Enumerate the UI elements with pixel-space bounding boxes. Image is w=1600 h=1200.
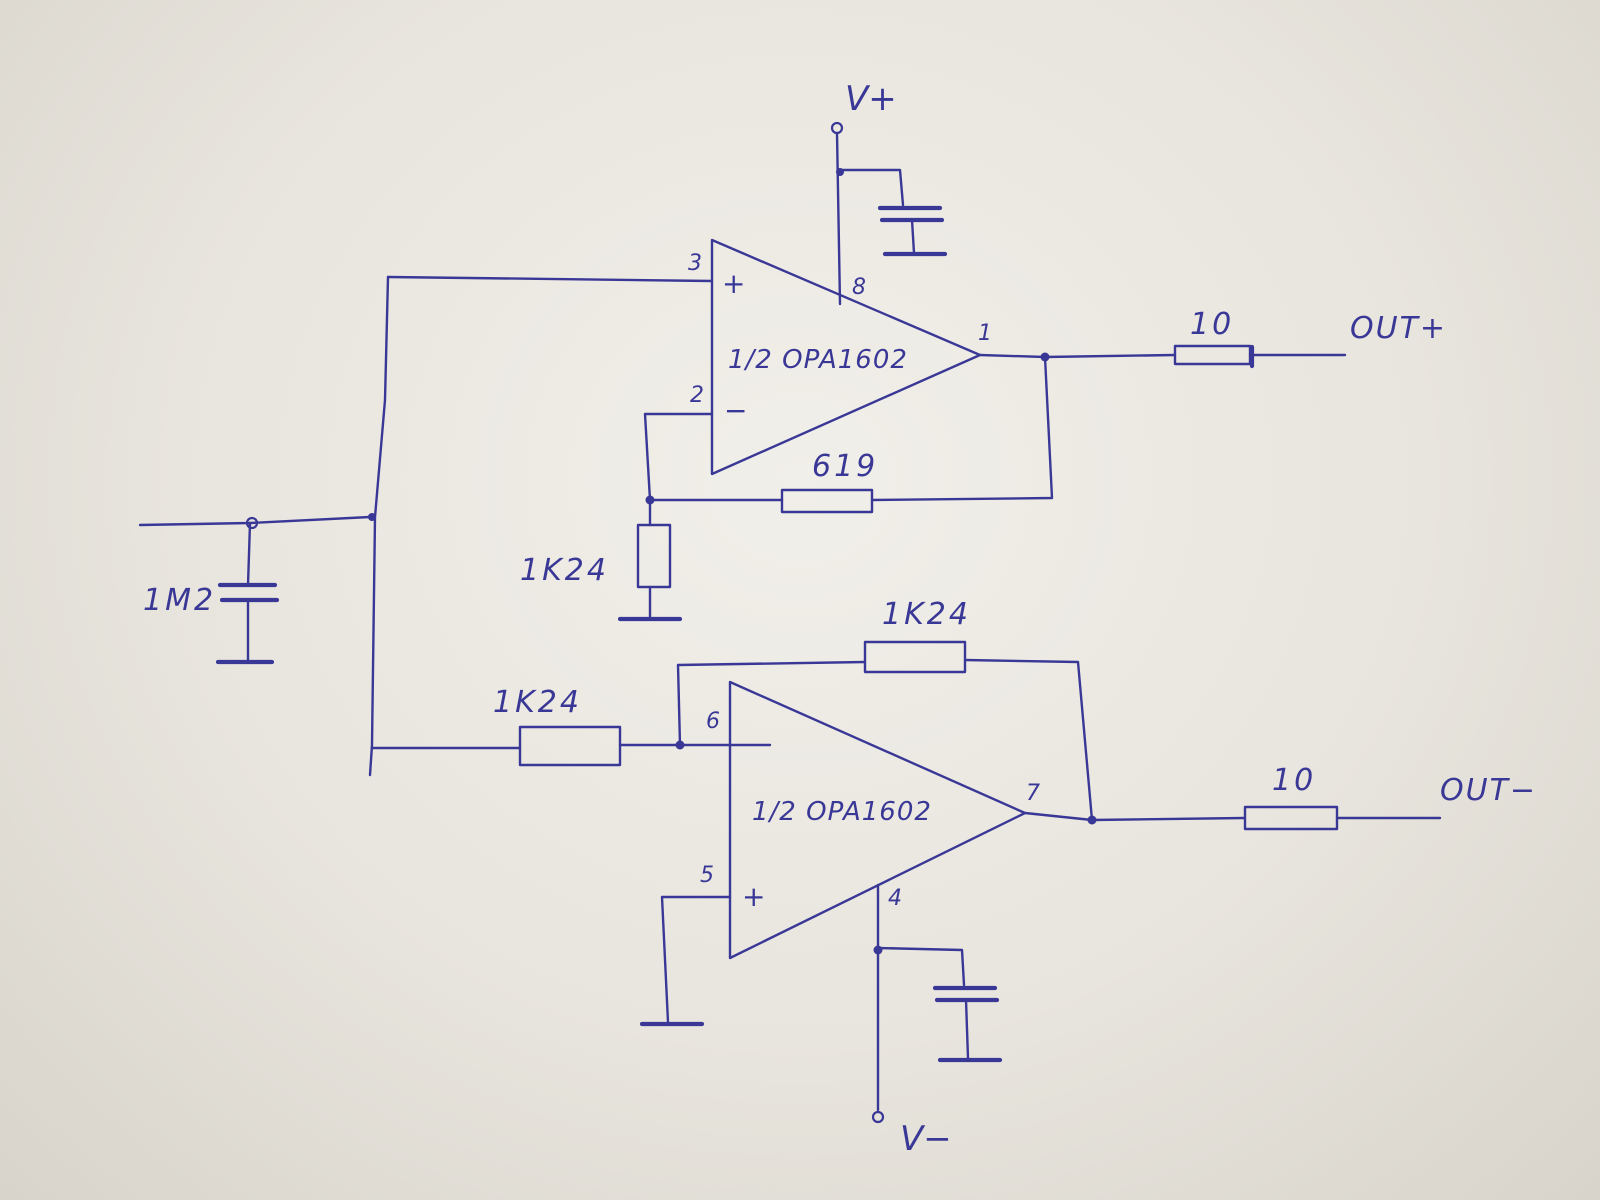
- top-minus-sign: −: [724, 394, 747, 427]
- bottom-pin-4: 4: [888, 886, 902, 911]
- bottom-input-net: [370, 725, 772, 767]
- bottom-output-net: [1023, 805, 1442, 831]
- bottom-pin-5: 5: [700, 863, 714, 888]
- bottom-noninv-ground: [639, 895, 732, 1027]
- bottom-input-resistor-label: 1K24: [493, 685, 582, 720]
- bottom-output-resistor-label: 10: [1272, 763, 1316, 798]
- input-capacitor-label: 1M2: [143, 583, 216, 618]
- vminus-rail: [871, 883, 1003, 1124]
- top-inverting-net: [617, 412, 714, 622]
- top-pin-2: 2: [690, 383, 704, 408]
- top-opamp-label: 1/2 OPA1602: [728, 345, 908, 375]
- top-output-resistor-label: 10: [1190, 307, 1234, 342]
- bottom-pin-7: 7: [1026, 781, 1040, 806]
- input-bus: [368, 275, 714, 777]
- bottom-plus-sign: +: [742, 880, 765, 913]
- top-feedback-resistor: [650, 488, 874, 514]
- top-pin-8: 8: [852, 275, 866, 300]
- top-output-net: [870, 352, 1177, 502]
- input-line: [138, 515, 372, 530]
- vplus-rail: [830, 121, 948, 306]
- top-ground-resistor-label: 1K24: [520, 553, 609, 588]
- bottom-pin-6: 6: [706, 709, 720, 734]
- top-output-resistor: [1173, 344, 1347, 369]
- bottom-feedback-net: [676, 640, 1094, 822]
- top-pin-3: 3: [688, 251, 702, 276]
- out-minus-label: OUT−: [1440, 773, 1537, 808]
- top-pin-1: 1: [978, 321, 992, 346]
- bottom-opamp-label: 1/2 OPA1602: [752, 797, 932, 827]
- input-capacitor: [215, 521, 280, 665]
- top-feedback-resistor-label: 619: [812, 449, 878, 484]
- opamp-top: [710, 238, 982, 476]
- top-plus-sign: +: [722, 267, 745, 300]
- vminus-label: V−: [900, 1119, 952, 1159]
- out-plus-label: OUT+: [1350, 311, 1447, 346]
- vplus-label: V+: [845, 79, 897, 119]
- bottom-feedback-resistor-label: 1K24: [882, 597, 971, 632]
